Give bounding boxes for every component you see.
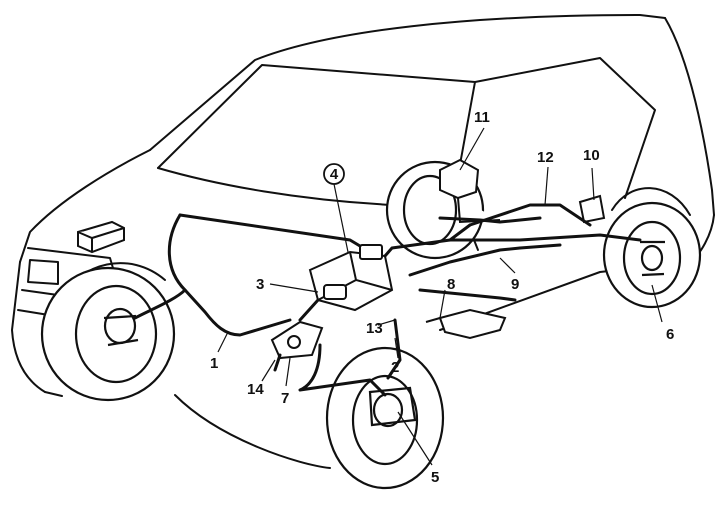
label-6: 6 — [666, 326, 674, 343]
label-4: 4 — [330, 166, 339, 183]
rear-right-wheel — [602, 201, 702, 309]
label-7: 7 — [281, 390, 289, 407]
label-8: 8 — [447, 276, 455, 293]
brake-lines — [133, 203, 642, 397]
abs-control-unit — [578, 194, 606, 224]
label-10: 10 — [583, 147, 600, 164]
rear-axle-valve — [439, 158, 501, 224]
front-right-wheel — [325, 346, 445, 490]
label-2: 2 — [391, 359, 399, 376]
label-4-circle: 4 — [323, 163, 345, 185]
label-9: 9 — [511, 276, 519, 293]
abs-modulator — [270, 320, 324, 360]
label-5: 5 — [431, 469, 439, 486]
leader-lines — [217, 127, 663, 466]
label-11: 11 — [474, 109, 490, 126]
callout-labels: 1 2 3 4 5 6 7 8 9 10 11 12 13 14 — [210, 109, 674, 486]
front-left-wheel — [40, 266, 176, 402]
label-13: 13 — [366, 320, 383, 337]
label-14: 14 — [247, 381, 264, 398]
label-1: 1 — [210, 355, 218, 372]
parking-brake-lever — [425, 308, 507, 340]
brake-master-cylinder — [308, 244, 394, 312]
label-3: 3 — [256, 276, 264, 293]
label-12: 12 — [537, 149, 554, 166]
battery-box — [77, 220, 125, 254]
